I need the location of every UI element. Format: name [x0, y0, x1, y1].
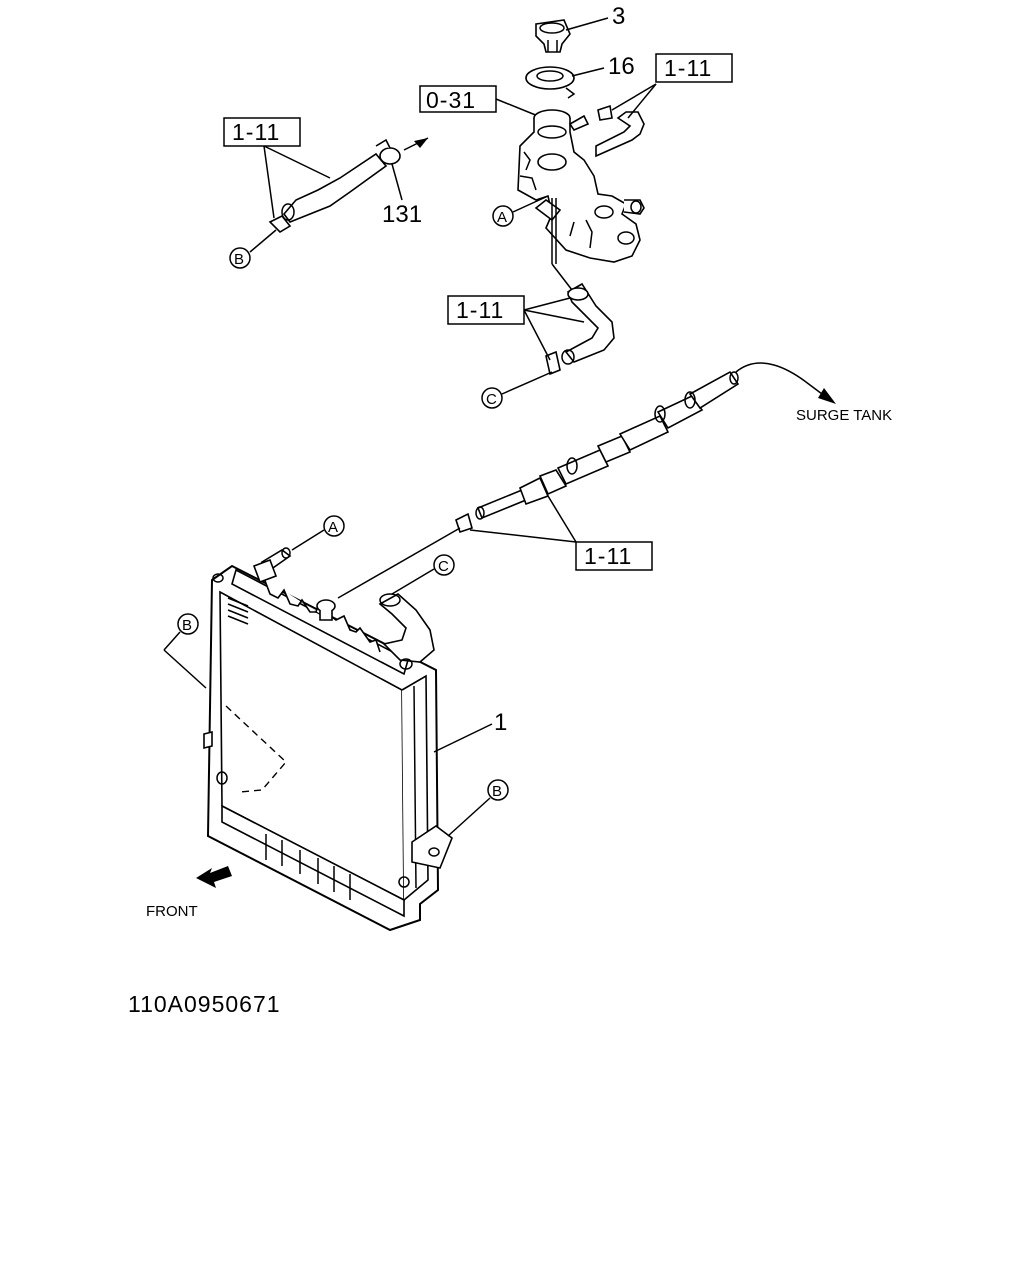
surge-curve	[735, 362, 823, 395]
callout-circle-b-left	[229, 247, 251, 269]
label-front: FRONT	[146, 903, 198, 920]
label-b-radiator-right: B	[492, 783, 502, 800]
label-neck-ref: 0-31	[426, 87, 476, 113]
label-a-top: A	[497, 209, 507, 226]
leader-mid-a	[523, 297, 571, 311]
hose-middle	[545, 282, 615, 376]
leader-c-mid	[501, 371, 553, 395]
label-hose-ref-top-right: 1-11	[664, 55, 712, 81]
ref-box-mid	[447, 295, 525, 325]
label-b-left: B	[234, 251, 244, 268]
cap-gasket	[525, 66, 576, 99]
arrow-head-top-left	[414, 138, 428, 148]
leader-c-radiator	[391, 568, 435, 595]
leader-top-right-b	[627, 83, 657, 119]
label-surge-tank: SURGE TANK	[796, 407, 892, 424]
leader-mid-b	[523, 309, 551, 361]
surge-tank-hose	[455, 370, 740, 534]
leader-a-top	[512, 195, 549, 213]
leader-131	[391, 163, 403, 201]
callout-circle-c-mid	[481, 387, 503, 409]
label-hose-ref-top-left: 1-11	[232, 119, 280, 145]
ref-box-surge	[575, 541, 653, 571]
leader-b-left	[249, 229, 277, 253]
leader-cap	[565, 17, 609, 31]
ref-box-top-right	[655, 53, 733, 83]
hose-top-right	[595, 104, 645, 158]
label-c-mid: C	[486, 391, 497, 408]
surge-arrow-head	[818, 388, 836, 404]
overflow-line	[337, 527, 461, 599]
label-hose-ref-surge: 1-11	[584, 543, 632, 569]
radiator-cap	[535, 19, 571, 53]
label-a-radiator: A	[328, 519, 338, 536]
leader-top-left-a	[263, 145, 275, 219]
leader-top-right-a	[611, 83, 657, 111]
callout-circle-c-radiator	[433, 554, 455, 576]
callout-circle-b-radiator-left	[177, 613, 199, 635]
label-hose-ref-mid: 1-11	[456, 297, 504, 323]
leader-radiator	[433, 723, 493, 753]
leader-b-radiator-right	[447, 797, 491, 837]
front-arrow-icon	[196, 866, 232, 888]
label-cap: 3	[612, 3, 625, 30]
label-clip-131: 131	[382, 201, 422, 228]
leader-gasket	[571, 67, 605, 77]
leader-top-left-b	[263, 145, 331, 179]
callout-circle-a-top	[492, 205, 514, 227]
leader-surge-a	[547, 495, 577, 543]
drawing-code: 110A0950671	[128, 991, 281, 1017]
leader-mid-c	[523, 309, 585, 323]
leader-neck	[495, 98, 539, 117]
callout-circle-a-radiator	[323, 515, 345, 537]
ref-box-top-left	[223, 117, 301, 147]
radiator	[203, 547, 453, 932]
leader-b-radiator-left-a	[163, 631, 181, 651]
filler-neck-housing	[517, 109, 645, 263]
callout-circle-b-radiator-right	[487, 779, 509, 801]
hose-top-left	[268, 138, 401, 234]
pipe-line-3	[551, 263, 573, 291]
leader-b-radiator-left-b	[163, 649, 207, 689]
label-c-radiator: C	[438, 558, 449, 575]
label-radiator: 1	[494, 709, 507, 736]
label-b-radiator-left: B	[182, 617, 192, 634]
leader-a-radiator	[291, 529, 325, 551]
label-gasket: 16	[608, 53, 635, 80]
leader-surge-b	[469, 529, 577, 543]
